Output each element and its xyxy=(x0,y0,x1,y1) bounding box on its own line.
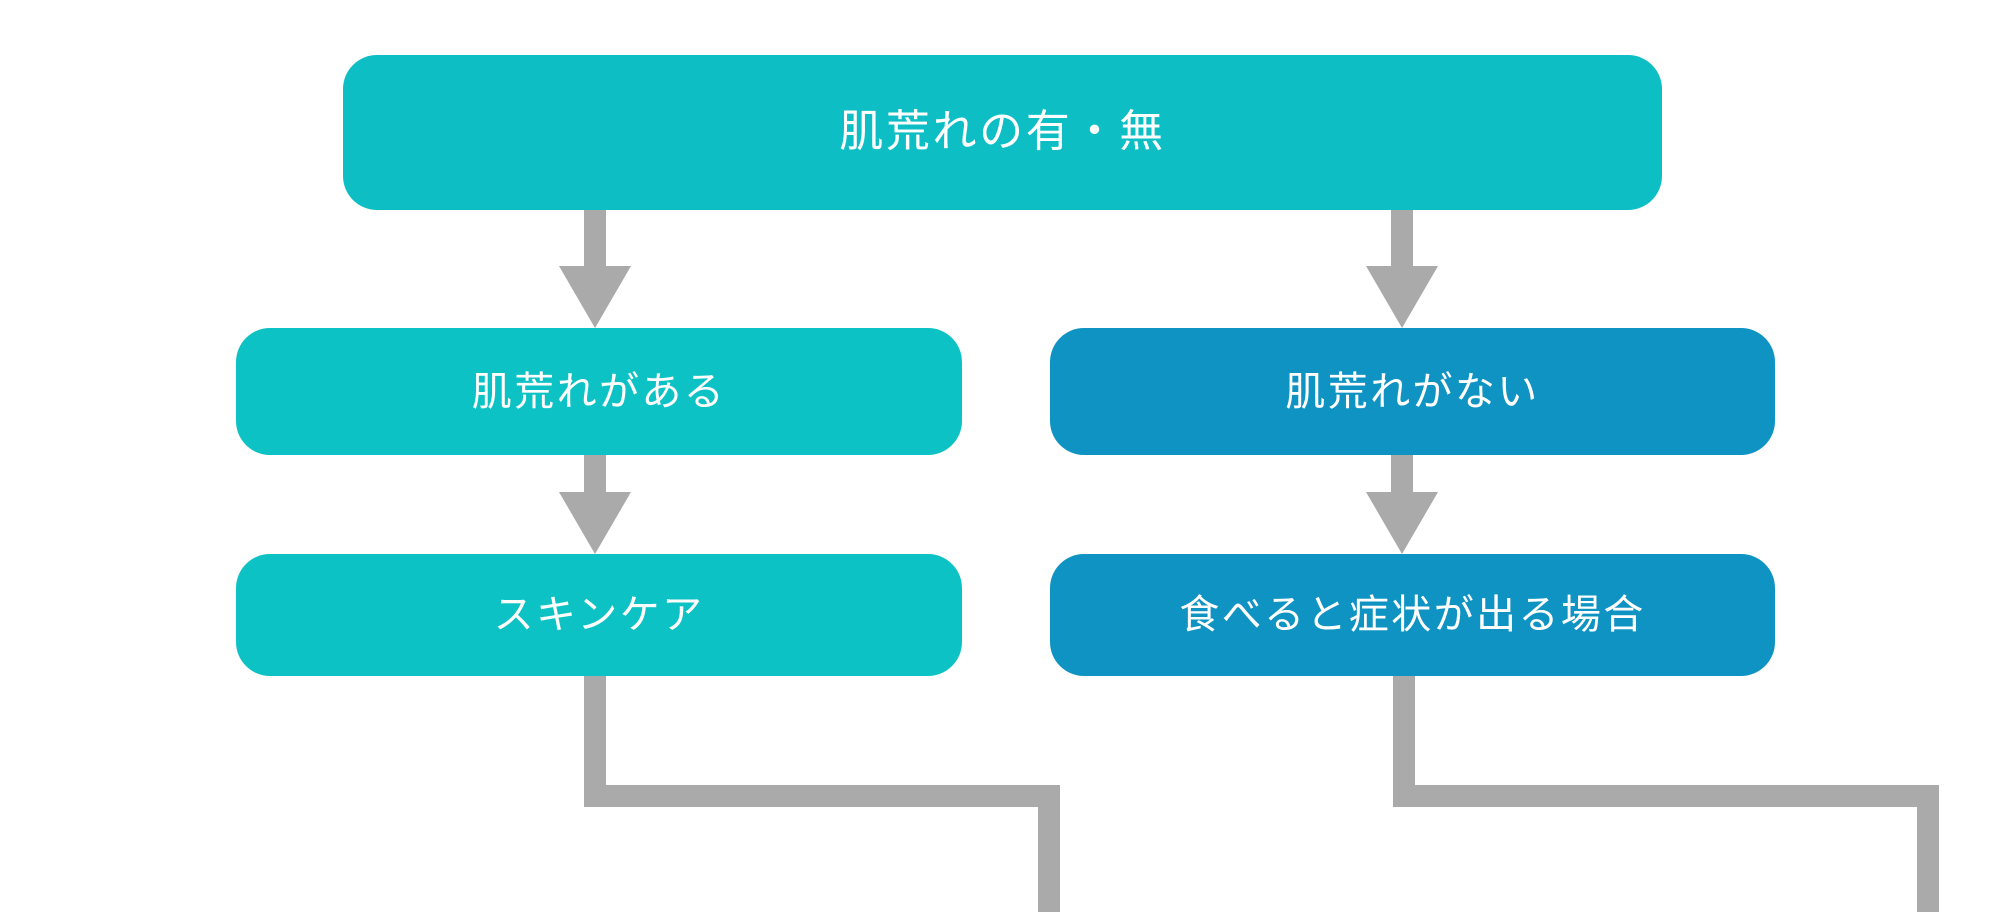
node-symptom[interactable]: 食べると症状が出る場合 xyxy=(1050,554,1775,676)
connector-symptom-vertical-bottom xyxy=(1917,785,1939,912)
arrow-has-rough-to-skincare xyxy=(559,455,631,554)
arrow-head xyxy=(1366,266,1438,328)
node-symptom-label: 食べると症状が出る場合 xyxy=(1179,593,1646,637)
connector-skincare-horizontal xyxy=(584,785,1060,807)
node-no-rough[interactable]: 肌荒れがない xyxy=(1050,328,1775,455)
connector-symptom-vertical-top xyxy=(1393,676,1415,803)
arrow-root-to-no-rough xyxy=(1366,210,1438,328)
node-has-rough[interactable]: 肌荒れがある xyxy=(236,328,962,455)
node-root-label: 肌荒れの有・無 xyxy=(839,107,1166,157)
connector-skincare-vertical-top xyxy=(584,676,606,803)
connector-symptom-horizontal xyxy=(1393,785,1939,807)
node-has-rough-label: 肌荒れがある xyxy=(471,369,727,414)
arrow-head xyxy=(559,492,631,554)
arrow-shaft xyxy=(1391,210,1413,266)
node-root[interactable]: 肌荒れの有・無 xyxy=(343,55,1662,210)
node-skincare-label: スキンケア xyxy=(493,593,705,637)
connector-skincare-vertical-bottom xyxy=(1038,785,1060,912)
arrow-shaft xyxy=(1391,455,1413,492)
arrow-no-rough-to-symptom xyxy=(1366,455,1438,554)
arrow-shaft xyxy=(584,210,606,266)
arrow-head xyxy=(559,266,631,328)
node-no-rough-label: 肌荒れがない xyxy=(1285,369,1540,414)
arrow-shaft xyxy=(584,455,606,492)
arrow-root-to-has-rough xyxy=(559,210,631,328)
arrow-head xyxy=(1366,492,1438,554)
node-skincare[interactable]: スキンケア xyxy=(236,554,962,676)
